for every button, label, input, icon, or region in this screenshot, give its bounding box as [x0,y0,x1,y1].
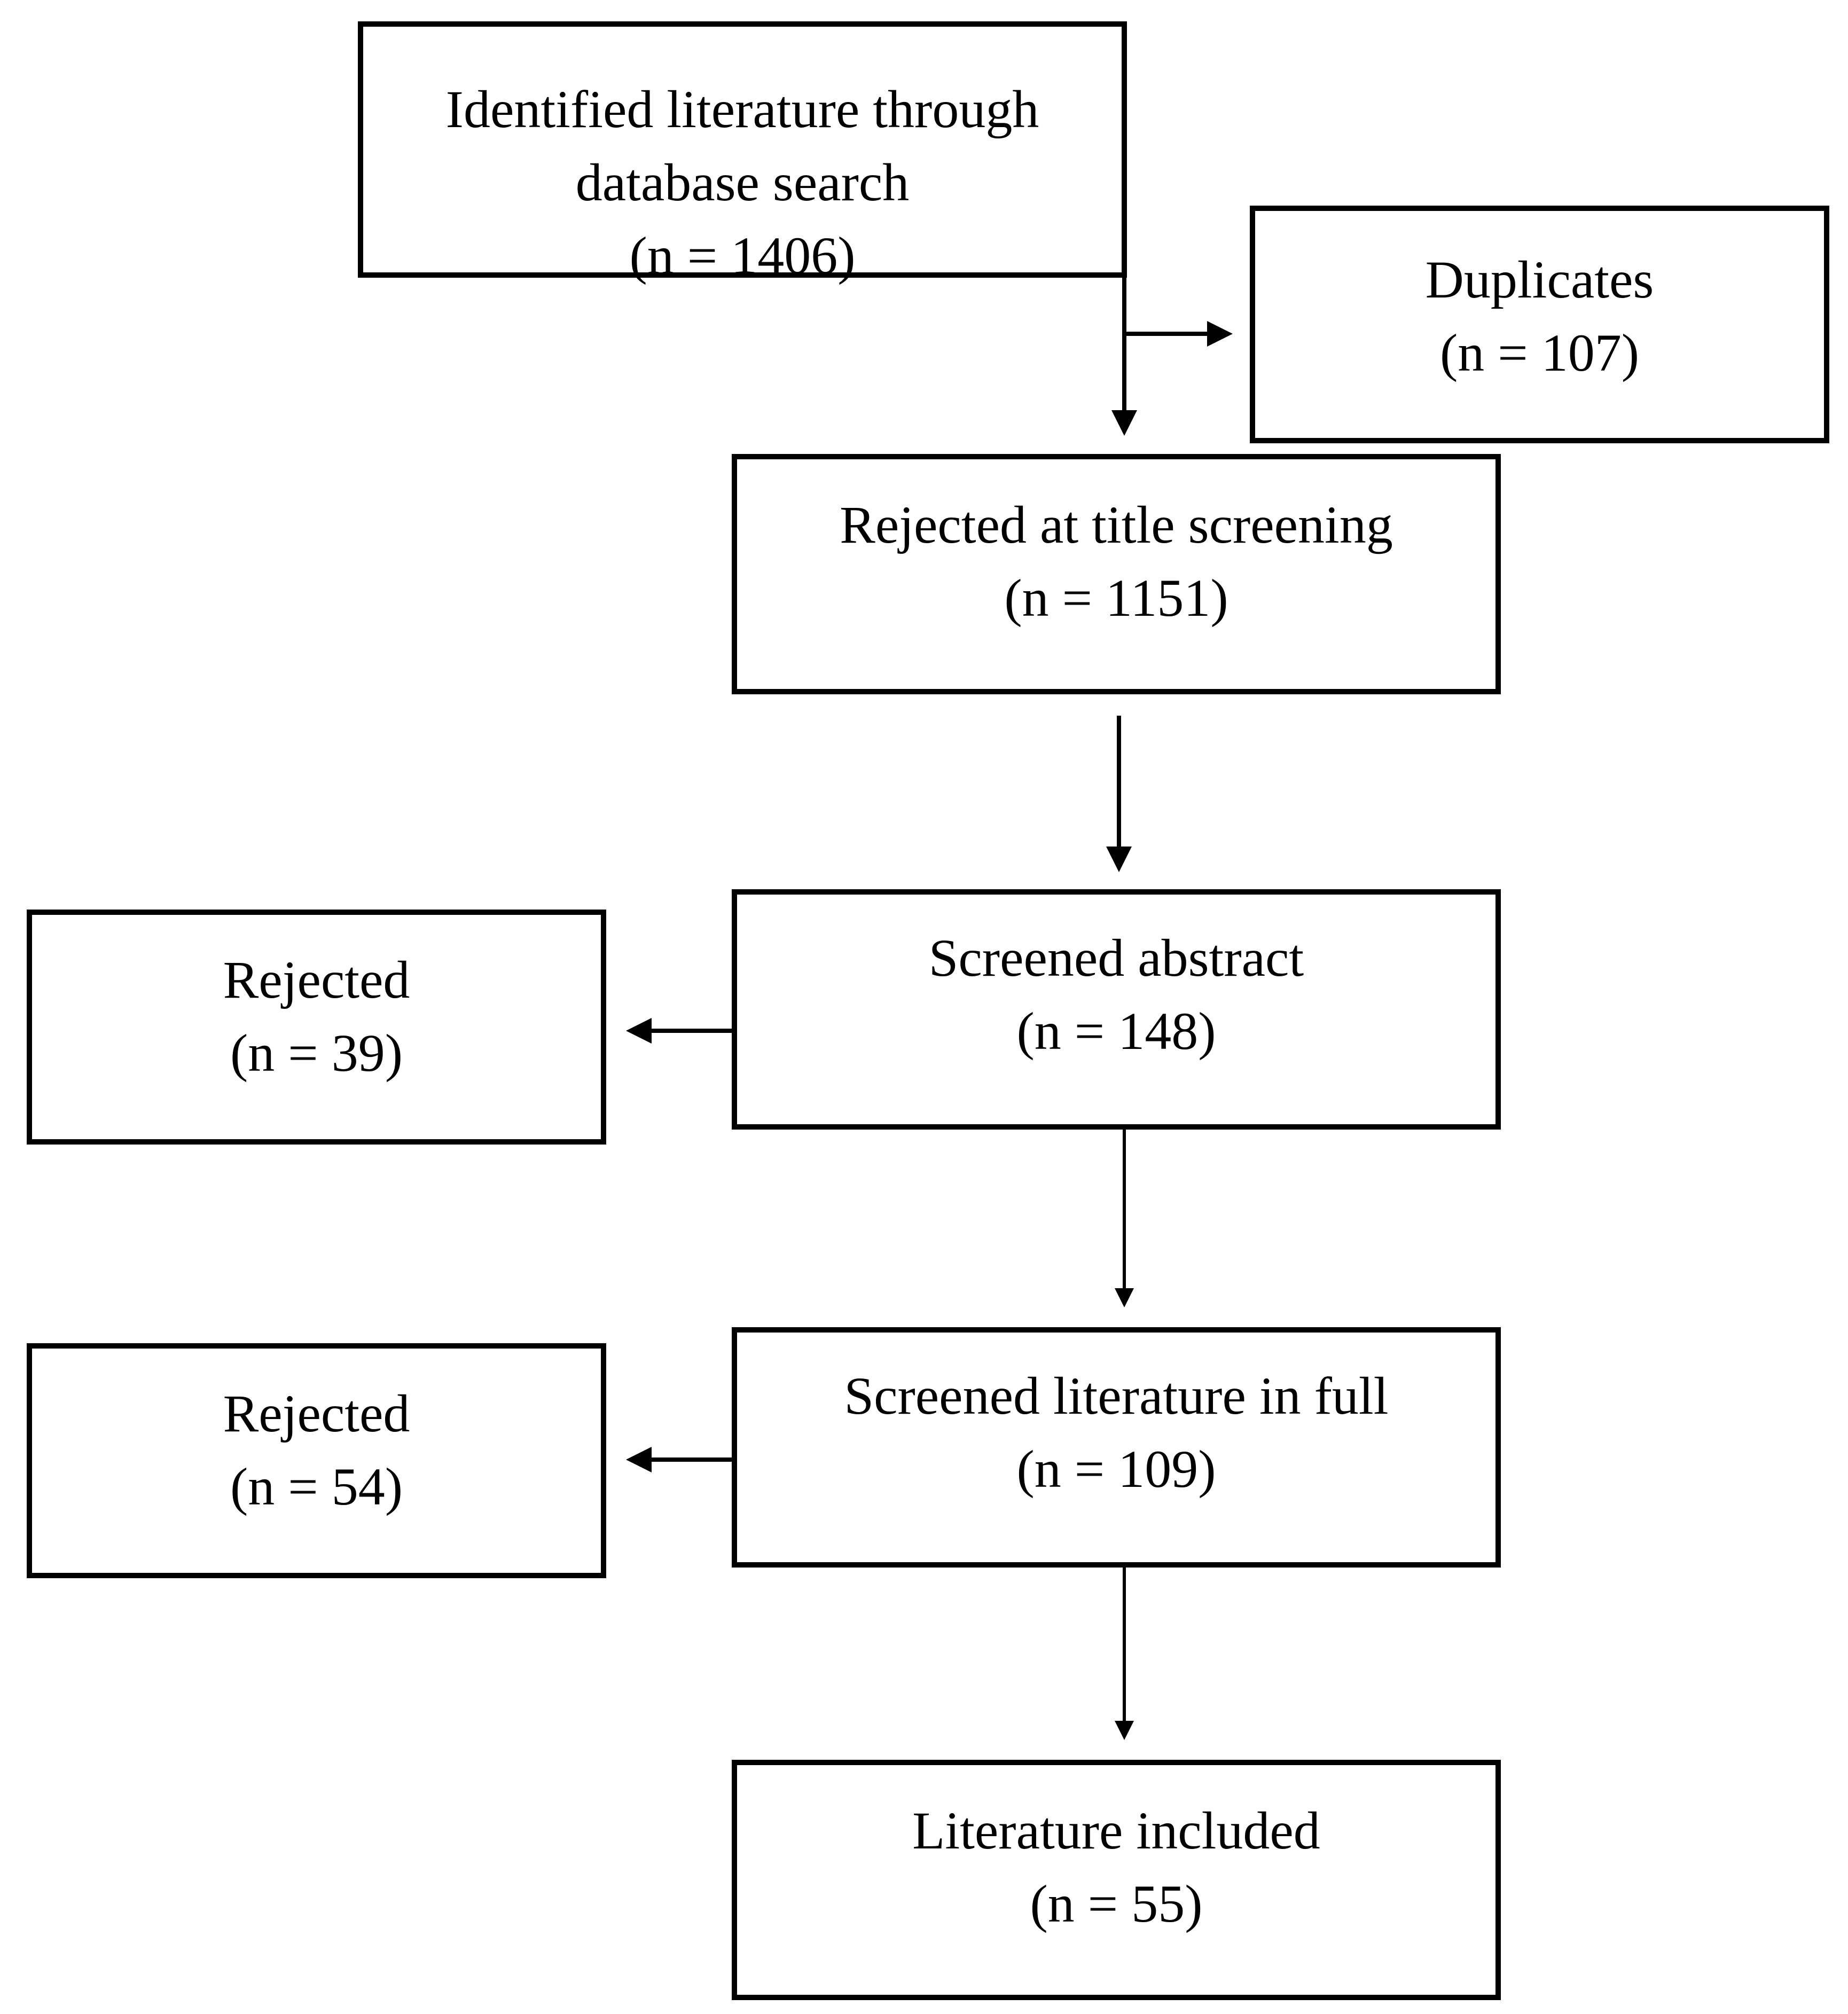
rejected-abstract-box: Rejected (n = 39) [27,910,606,1145]
included-count: (n = 55) [1030,1874,1203,1933]
rejected-full-count: (n = 54) [230,1457,403,1516]
screened-abstract-box: Screened abstract (n = 148) [732,889,1501,1130]
included-label: Literature included [912,1801,1320,1860]
duplicates-count: (n = 107) [1440,323,1639,382]
rejected-full-box: Rejected (n = 54) [27,1343,606,1578]
screened-full-count: (n = 109) [1016,1439,1216,1499]
duplicates-box: Duplicates (n = 107) [1250,206,1829,443]
included-box: Literature included (n = 55) [732,1760,1501,2000]
screened-abstract-count: (n = 148) [1016,1001,1216,1061]
screened-abstract-label: Screened abstract [928,928,1304,988]
rejected-abstract-count: (n = 39) [230,1023,403,1083]
identified-label-line1: Identified literature through [445,80,1039,139]
identified-box: Identified literature through database s… [358,21,1127,285]
rejected-full-label: Rejected [223,1384,410,1443]
rejected-abstract-label: Rejected [223,950,410,1009]
title-screening-count: (n = 1151) [1004,568,1228,628]
identified-count: (n = 1406) [629,226,856,285]
screened-full-label: Screened literature in full [844,1366,1389,1425]
title-screening-box: Rejected at title screening (n = 1151) [732,454,1501,694]
identified-label-line2: database search [575,153,910,212]
screened-full-box: Screened literature in full (n = 109) [732,1327,1501,1568]
title-screening-label: Rejected at title screening [840,495,1393,554]
duplicates-label: Duplicates [1425,250,1654,309]
